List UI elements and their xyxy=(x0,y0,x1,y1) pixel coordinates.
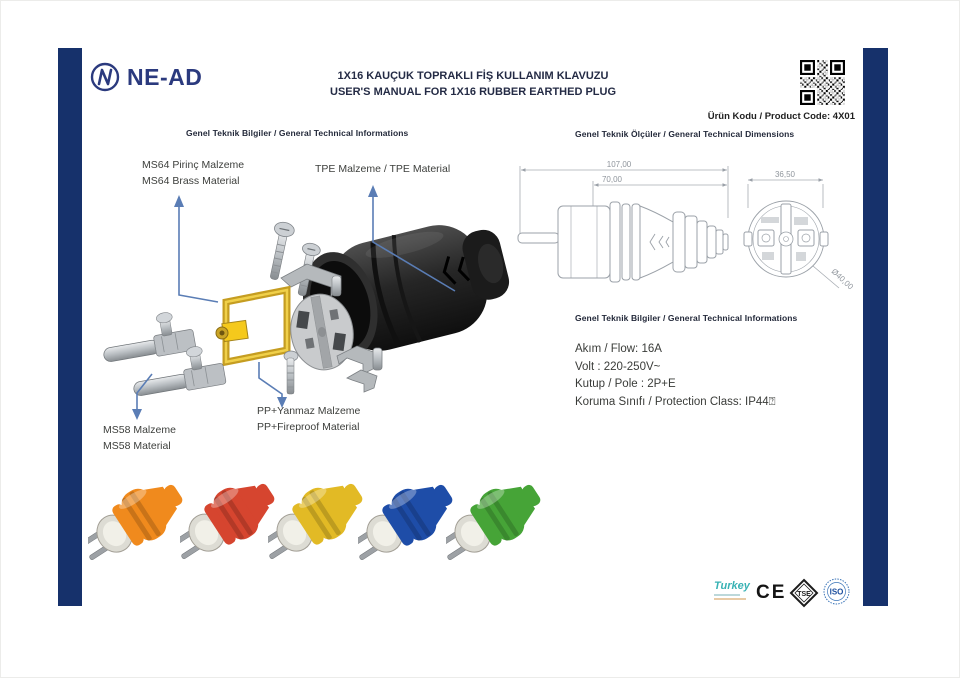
exploded-section-header: Genel Teknik Bilgiler / General Technica… xyxy=(186,128,409,138)
plug-side-view xyxy=(517,201,729,283)
product-code: Ürün Kodu / Product Code: 4X01 xyxy=(707,111,855,122)
pp-label: PP+Yanmaz Malzeme PP+Fireproof Material xyxy=(257,403,360,435)
tpe-label: TPE Malzeme / TPE Material xyxy=(315,163,451,175)
brand-logo: NE-AD xyxy=(88,60,202,94)
ms64-label-line2: MS64 Brass Material xyxy=(142,175,240,187)
cable-clamp-top xyxy=(280,263,342,297)
spec-pole: Kutup / Pole : 2P+E xyxy=(575,378,676,390)
tse-logo: TSE xyxy=(789,578,819,608)
plug-front-view xyxy=(743,200,829,278)
ms58-label-line1: MS58 Malzeme xyxy=(103,424,176,436)
turkey-logo-text: Turkey xyxy=(714,580,750,592)
socket-insert xyxy=(290,293,354,371)
technical-dimensions-drawing: 107,00 70,00 36,50 Ø40,00 xyxy=(517,160,856,292)
tse-logo-text: TSE xyxy=(797,591,811,598)
qr-code xyxy=(800,60,845,105)
dim-face-width: 36,50 xyxy=(775,170,796,179)
right-accent-bar xyxy=(863,48,888,606)
exploded-view-diagram xyxy=(103,185,510,420)
plug-variant-orange xyxy=(88,484,183,561)
plug-variant-blue xyxy=(358,484,453,561)
plug-variant-green xyxy=(446,484,541,561)
page-title: 1X16 KAUÇUK TOPRAKLI FİŞ KULLANIM KLAVUZ… xyxy=(273,68,673,100)
brand-name: NE-AD xyxy=(127,64,203,90)
page-title-line2: USER'S MANUAL FOR 1X16 RUBBER EARTHED PL… xyxy=(330,86,616,98)
spec-protection: Koruma Sınıfı / Protection Class: IP44⍰ xyxy=(575,395,776,408)
ms58-label: MS58 Malzeme MS58 Material xyxy=(103,422,176,454)
ce-mark: CE xyxy=(756,582,787,603)
callout-arrowheads xyxy=(132,185,378,420)
callout-lines xyxy=(136,197,456,410)
turkey-logo-subline1 xyxy=(714,594,740,596)
ms64-label-line1: MS64 Pirinç Malzeme xyxy=(142,159,245,171)
spec-list: Akım / Flow: 16A Volt : 220-250V~ Kutup … xyxy=(575,341,776,411)
iso-logo: ISO xyxy=(823,578,850,605)
page-title-line1: 1X16 KAUÇUK TOPRAKLI FİŞ KULLANIM KLAVUZ… xyxy=(337,70,609,82)
ms58-label-line2: MS58 Material xyxy=(103,440,171,452)
spec-voltage: Volt : 220-250V~ xyxy=(575,360,661,373)
dim-front-length: 70,00 xyxy=(602,175,623,184)
dimensions-section-header: Genel Teknik Ölçüler / General Technical… xyxy=(575,129,795,139)
spec-current: Akım / Flow: 16A xyxy=(575,343,662,355)
plug-variant-yellow xyxy=(268,483,363,560)
dim-overall-length: 107,00 xyxy=(607,160,632,169)
left-accent-bar xyxy=(58,48,82,606)
cable-clamp-bottom xyxy=(336,345,383,393)
ms64-label: MS64 Pirinç Malzeme MS64 Brass Material xyxy=(142,157,244,189)
dim-body-diameter: Ø40,00 xyxy=(830,267,856,292)
plug-variant-red xyxy=(180,483,275,560)
brand-circle-n-icon xyxy=(90,62,120,92)
small-screw xyxy=(283,350,299,395)
turkey-export-logo: Turkey xyxy=(714,580,760,600)
iso-logo-text: ISO xyxy=(830,588,844,597)
pp-label-line2: PP+Fireproof Material xyxy=(257,421,360,433)
pp-label-line1: PP+Yanmaz Malzeme xyxy=(257,405,361,417)
brass-pins xyxy=(103,312,227,396)
specs-section-header: Genel Teknik Bilgiler / General Technica… xyxy=(575,313,798,323)
brass-frame xyxy=(215,285,291,367)
turkey-logo-subline2 xyxy=(714,598,746,600)
